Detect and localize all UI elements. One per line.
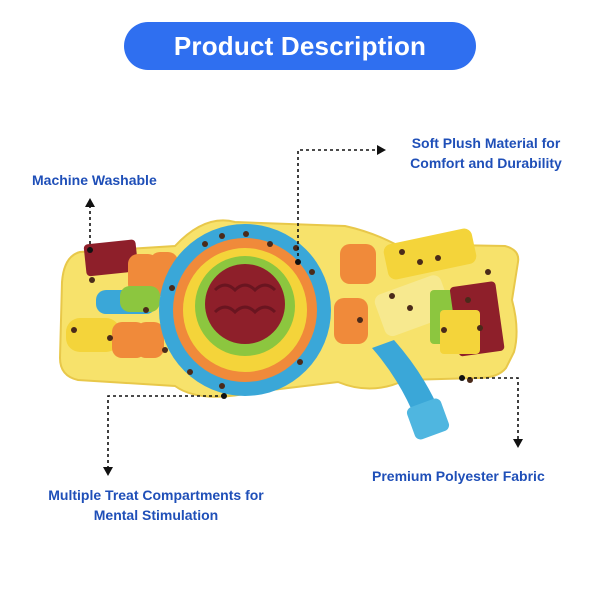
feature-label: Premium Polyester Fabric	[372, 468, 545, 484]
feature-soft-plush: Soft Plush Material for Comfort and Dura…	[388, 133, 584, 173]
arrow-down-icon	[513, 439, 523, 448]
arrow-right-icon	[377, 145, 386, 155]
feature-treat-compartments: Multiple Treat Compartments for Mental S…	[24, 485, 288, 525]
feature-label-line2: Mental Stimulation	[93, 507, 219, 523]
feature-label-line2: Comfort and Durability	[410, 155, 562, 171]
page-title: Product Description	[173, 30, 427, 61]
feature-label-line1: Soft Plush Material for	[411, 135, 561, 151]
feature-label-line1: Multiple Treat Compartments for	[48, 487, 264, 503]
arrow-down-icon	[103, 467, 113, 476]
feature-premium-fabric: Premium Polyester Fabric	[372, 466, 545, 486]
feature-machine-washable: Machine Washable	[32, 170, 157, 190]
feature-label: Machine Washable	[32, 172, 157, 188]
title-banner: Product Description	[124, 22, 476, 70]
arrow-up-icon	[85, 198, 95, 207]
